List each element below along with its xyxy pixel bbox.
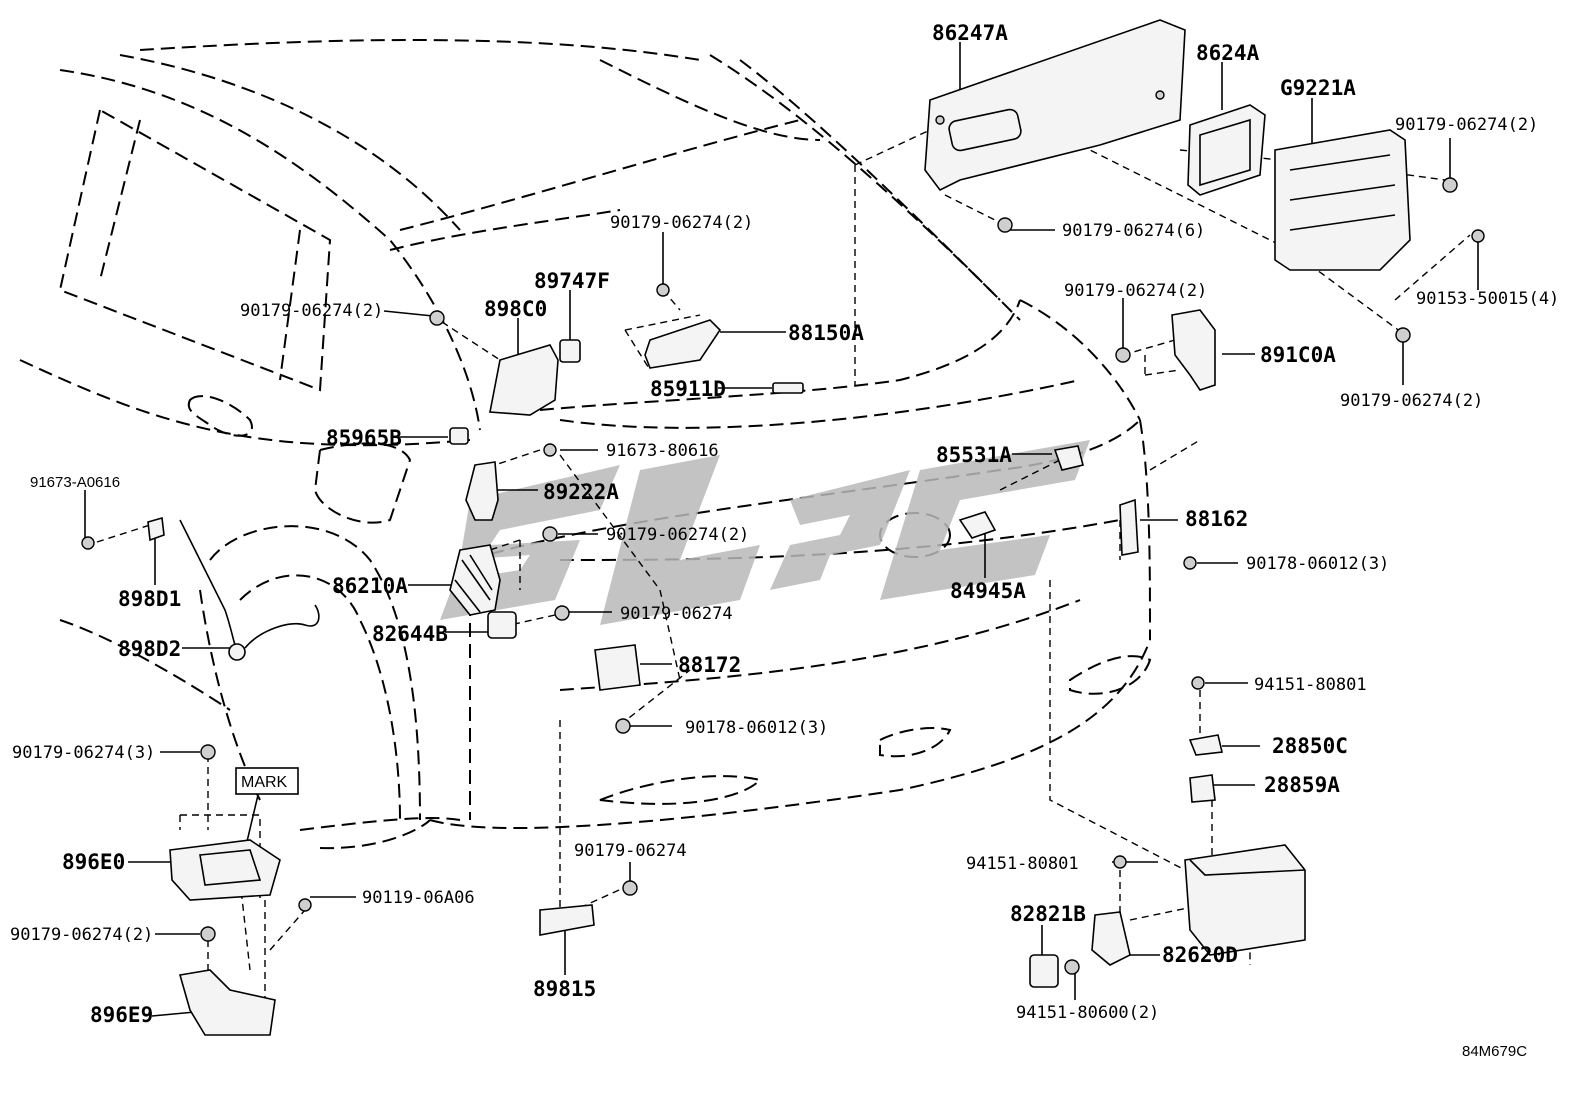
mark-label: MARK: [241, 774, 288, 791]
label-89815: 89815: [533, 977, 596, 1001]
part-86247A: [924, 19, 1186, 192]
part-891C0A: [1171, 309, 1216, 391]
part-labels: 86247A 8624A G9221A 90179-06274(2) 90179…: [10, 21, 1559, 1060]
label-82644B: 82644B: [372, 622, 448, 646]
part-86210A: [449, 544, 501, 616]
label-89747F: 89747F: [534, 269, 610, 293]
label-90119-06A06: 90119-06A06: [362, 888, 475, 908]
label-90178-06012-3-right: 90178-06012(3): [1246, 554, 1389, 574]
label-896E0: 896E0: [62, 850, 125, 874]
part-85965B: [449, 427, 469, 445]
part-898D2: [228, 604, 320, 661]
label-90179-06274-2-right: 90179-06274(2): [1064, 281, 1207, 301]
label-94151-80801-right: 94151-80801: [1254, 675, 1367, 695]
label-90179-06274-2-right-bottom: 90179-06274(2): [1340, 391, 1483, 411]
part-896E0: [169, 839, 281, 901]
label-94151-80801-center: 94151-80801: [966, 854, 1079, 874]
label-88162: 88162: [1185, 507, 1248, 531]
label-898C0: 898C0: [484, 297, 547, 321]
part-88172: [594, 644, 641, 691]
label-891C0A: 891C0A: [1260, 343, 1336, 367]
label-91673-A0616: 91673-A0616: [30, 474, 120, 491]
label-85965B: 85965B: [326, 426, 402, 450]
label-90179-06274-2-top: 90179-06274(2): [610, 213, 753, 233]
label-88172: 88172: [678, 653, 741, 677]
mark-callout: MARK: [235, 767, 299, 795]
part-82620D: [1091, 911, 1131, 966]
part-85531A: [1053, 445, 1084, 471]
part-89815: [539, 904, 595, 936]
part-898D1: [147, 516, 239, 653]
label-82620D: 82620D: [1162, 943, 1238, 967]
label-898D2: 898D2: [118, 637, 181, 661]
label-82821B: 82821B: [1010, 902, 1086, 926]
label-90179-06274-2-bottom-left: 90179-06274(2): [10, 925, 153, 945]
label-28850C: 28850C: [1272, 734, 1348, 758]
part-89222A: [465, 461, 499, 521]
label-90179-06274-single-1: 90179-06274: [620, 604, 733, 624]
label-90179-06274-single-2: 90179-06274: [574, 841, 687, 861]
label-85531A: 85531A: [936, 443, 1012, 467]
leader-lines: [84, 42, 1479, 1017]
label-86247A: 86247A: [932, 21, 1008, 45]
part-85911D: [772, 382, 804, 394]
part-28850C: [1188, 734, 1223, 756]
part-battery: [1184, 844, 1306, 956]
label-90179-06274-2-mid: 90179-06274(2): [606, 525, 749, 545]
label-90179-06274-2-left: 90179-06274(2): [240, 301, 383, 321]
part-28859A: [1189, 774, 1216, 803]
assembly-dashed-lines: [96, 129, 1471, 1000]
part-88162: [1119, 498, 1139, 556]
label-90179-06274-2-top-right: 90179-06274(2): [1395, 115, 1538, 135]
label-94151-80600-2: 94151-80600(2): [1016, 1003, 1159, 1023]
label-90179-06274-3: 90179-06274(3): [12, 743, 155, 763]
part-82644B: [487, 611, 517, 639]
label-28859A: 28859A: [1264, 773, 1340, 797]
part-G9221A: [1274, 129, 1411, 271]
label-85911D: 85911D: [650, 377, 726, 401]
label-90179-06274-6: 90179-06274(6): [1062, 221, 1205, 241]
label-86210A: 86210A: [332, 574, 408, 598]
drawing-code: 84M679C: [1462, 1043, 1527, 1060]
label-84945A: 84945A: [950, 579, 1026, 603]
part-8624A: [1187, 104, 1266, 196]
fasteners: [81, 177, 1485, 975]
label-90153-50015-4: 90153-50015(4): [1416, 289, 1559, 309]
part-88150A: [644, 319, 722, 369]
part-89747F: [559, 339, 581, 363]
label-90178-06012-3-mid: 90178-06012(3): [685, 718, 828, 738]
label-91673-80616: 91673-80616: [606, 441, 719, 461]
label-88150A: 88150A: [788, 321, 864, 345]
part-896E9: [178, 969, 276, 1036]
label-89222A: 89222A: [543, 480, 619, 504]
label-8624A: 8624A: [1196, 41, 1260, 65]
label-898D1: 898D1: [118, 587, 181, 611]
part-898C0: [489, 344, 559, 416]
part-84945A: [958, 511, 997, 539]
label-896E9: 896E9: [90, 1003, 153, 1027]
part-82821B: [1029, 954, 1059, 988]
label-G9221A: G9221A: [1280, 76, 1356, 100]
